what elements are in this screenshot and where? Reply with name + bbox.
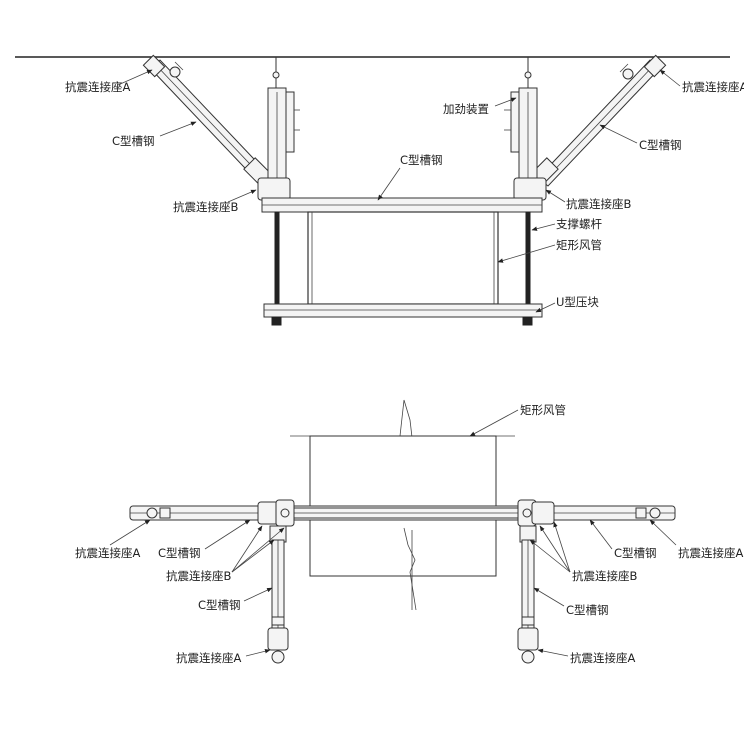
label-seat-a-left: 抗震连接座A xyxy=(65,80,130,94)
label-seat-b-right: 抗震连接座B xyxy=(566,197,631,211)
plan-labels: 矩形风管 抗震连接座A C型槽钢 抗震连接座B C型槽钢 抗震连接座A C型槽钢… xyxy=(75,403,743,665)
plan-label-seat-a-left-v: 抗震连接座A xyxy=(176,651,241,665)
right-joint-cluster xyxy=(517,499,555,543)
left-diagonal-brace xyxy=(142,54,273,187)
left-joint-cluster xyxy=(257,499,295,543)
right-hanger xyxy=(504,57,538,197)
label-c-steel-left: C型槽钢 xyxy=(112,134,155,148)
right-diagonal-brace xyxy=(529,54,667,187)
label-u-clamp: U型压块 xyxy=(556,295,599,309)
seat-b-right-joint xyxy=(513,177,547,201)
elevation-labels: 抗震连接座A 抗震连接座A C型槽钢 C型槽钢 C型槽钢 加劲装置 抗震连接座B… xyxy=(65,69,744,313)
label-support-rod: 支撑螺杆 xyxy=(556,217,602,231)
support-rod-left xyxy=(274,211,280,305)
seat-b-left-joint xyxy=(257,177,291,201)
plan-label-c-steel-left-h: C型槽钢 xyxy=(158,546,201,560)
label-c-steel-right: C型槽钢 xyxy=(639,138,682,152)
plan-label-c-steel-right-h: C型槽钢 xyxy=(614,546,657,560)
label-c-steel-beam: C型槽钢 xyxy=(400,153,443,167)
plan-label-duct: 矩形风管 xyxy=(520,403,566,417)
label-seat-b-left: 抗震连接座B xyxy=(173,200,238,214)
plan-label-c-steel-right-v: C型槽钢 xyxy=(566,603,609,617)
plan-view xyxy=(129,399,676,664)
plan-label-seat-a-right-v: 抗震连接座A xyxy=(570,651,635,665)
bottom-c-channel xyxy=(263,303,543,318)
plan-label-seat-a-left-h: 抗震连接座A xyxy=(75,546,140,560)
plan-label-seat-b-right: 抗震连接座B xyxy=(572,569,637,583)
left-hanger xyxy=(267,57,300,197)
duct-elevation xyxy=(307,211,499,305)
plan-label-seat-b-left: 抗震连接座B xyxy=(166,569,231,583)
label-seat-a-right: 抗震连接座A xyxy=(682,80,744,94)
label-duct: 矩形风管 xyxy=(556,238,602,252)
label-reinforce: 加劲装置 xyxy=(443,102,489,116)
elevation-view xyxy=(15,54,730,326)
plan-label-seat-a-right-h: 抗震连接座A xyxy=(678,546,743,560)
support-rod-right xyxy=(525,211,531,305)
plan-label-c-steel-left-v: C型槽钢 xyxy=(198,598,241,612)
